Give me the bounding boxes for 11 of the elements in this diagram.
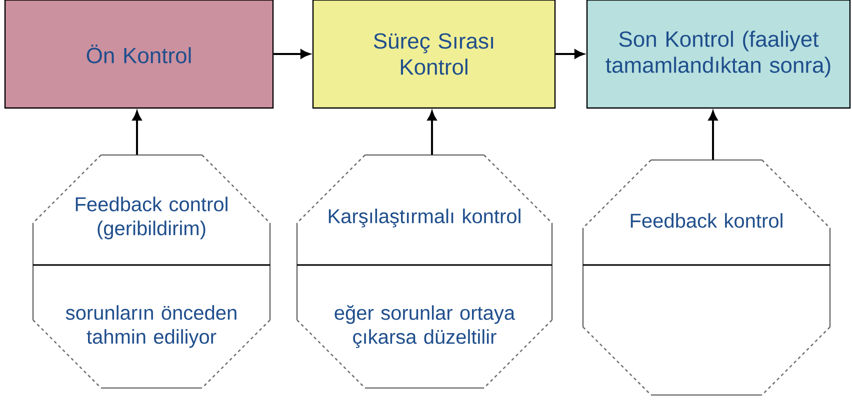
arrow	[274, 49, 310, 59]
process-box: Son Kontrol (faaliyet tamamlandıktan sonra)	[586, 0, 851, 109]
octagon-box: Feedback control (geribildirim) sorunların önceden tahmin ediliyor	[32, 154, 271, 389]
process-box: Süreç Sırası Kontrol	[312, 0, 556, 109]
octagon-box: Feedback kontrol	[582, 159, 831, 396]
arrow	[708, 111, 718, 160]
arrow	[427, 111, 437, 155]
process-box: Ön Kontrol	[4, 0, 274, 109]
arrow	[132, 111, 142, 155]
arrow	[556, 49, 584, 59]
octagon-box: Karşılaştırmalı kontrol eğer sorunlar ortaya çıkarsa düzeltilir	[296, 154, 553, 389]
